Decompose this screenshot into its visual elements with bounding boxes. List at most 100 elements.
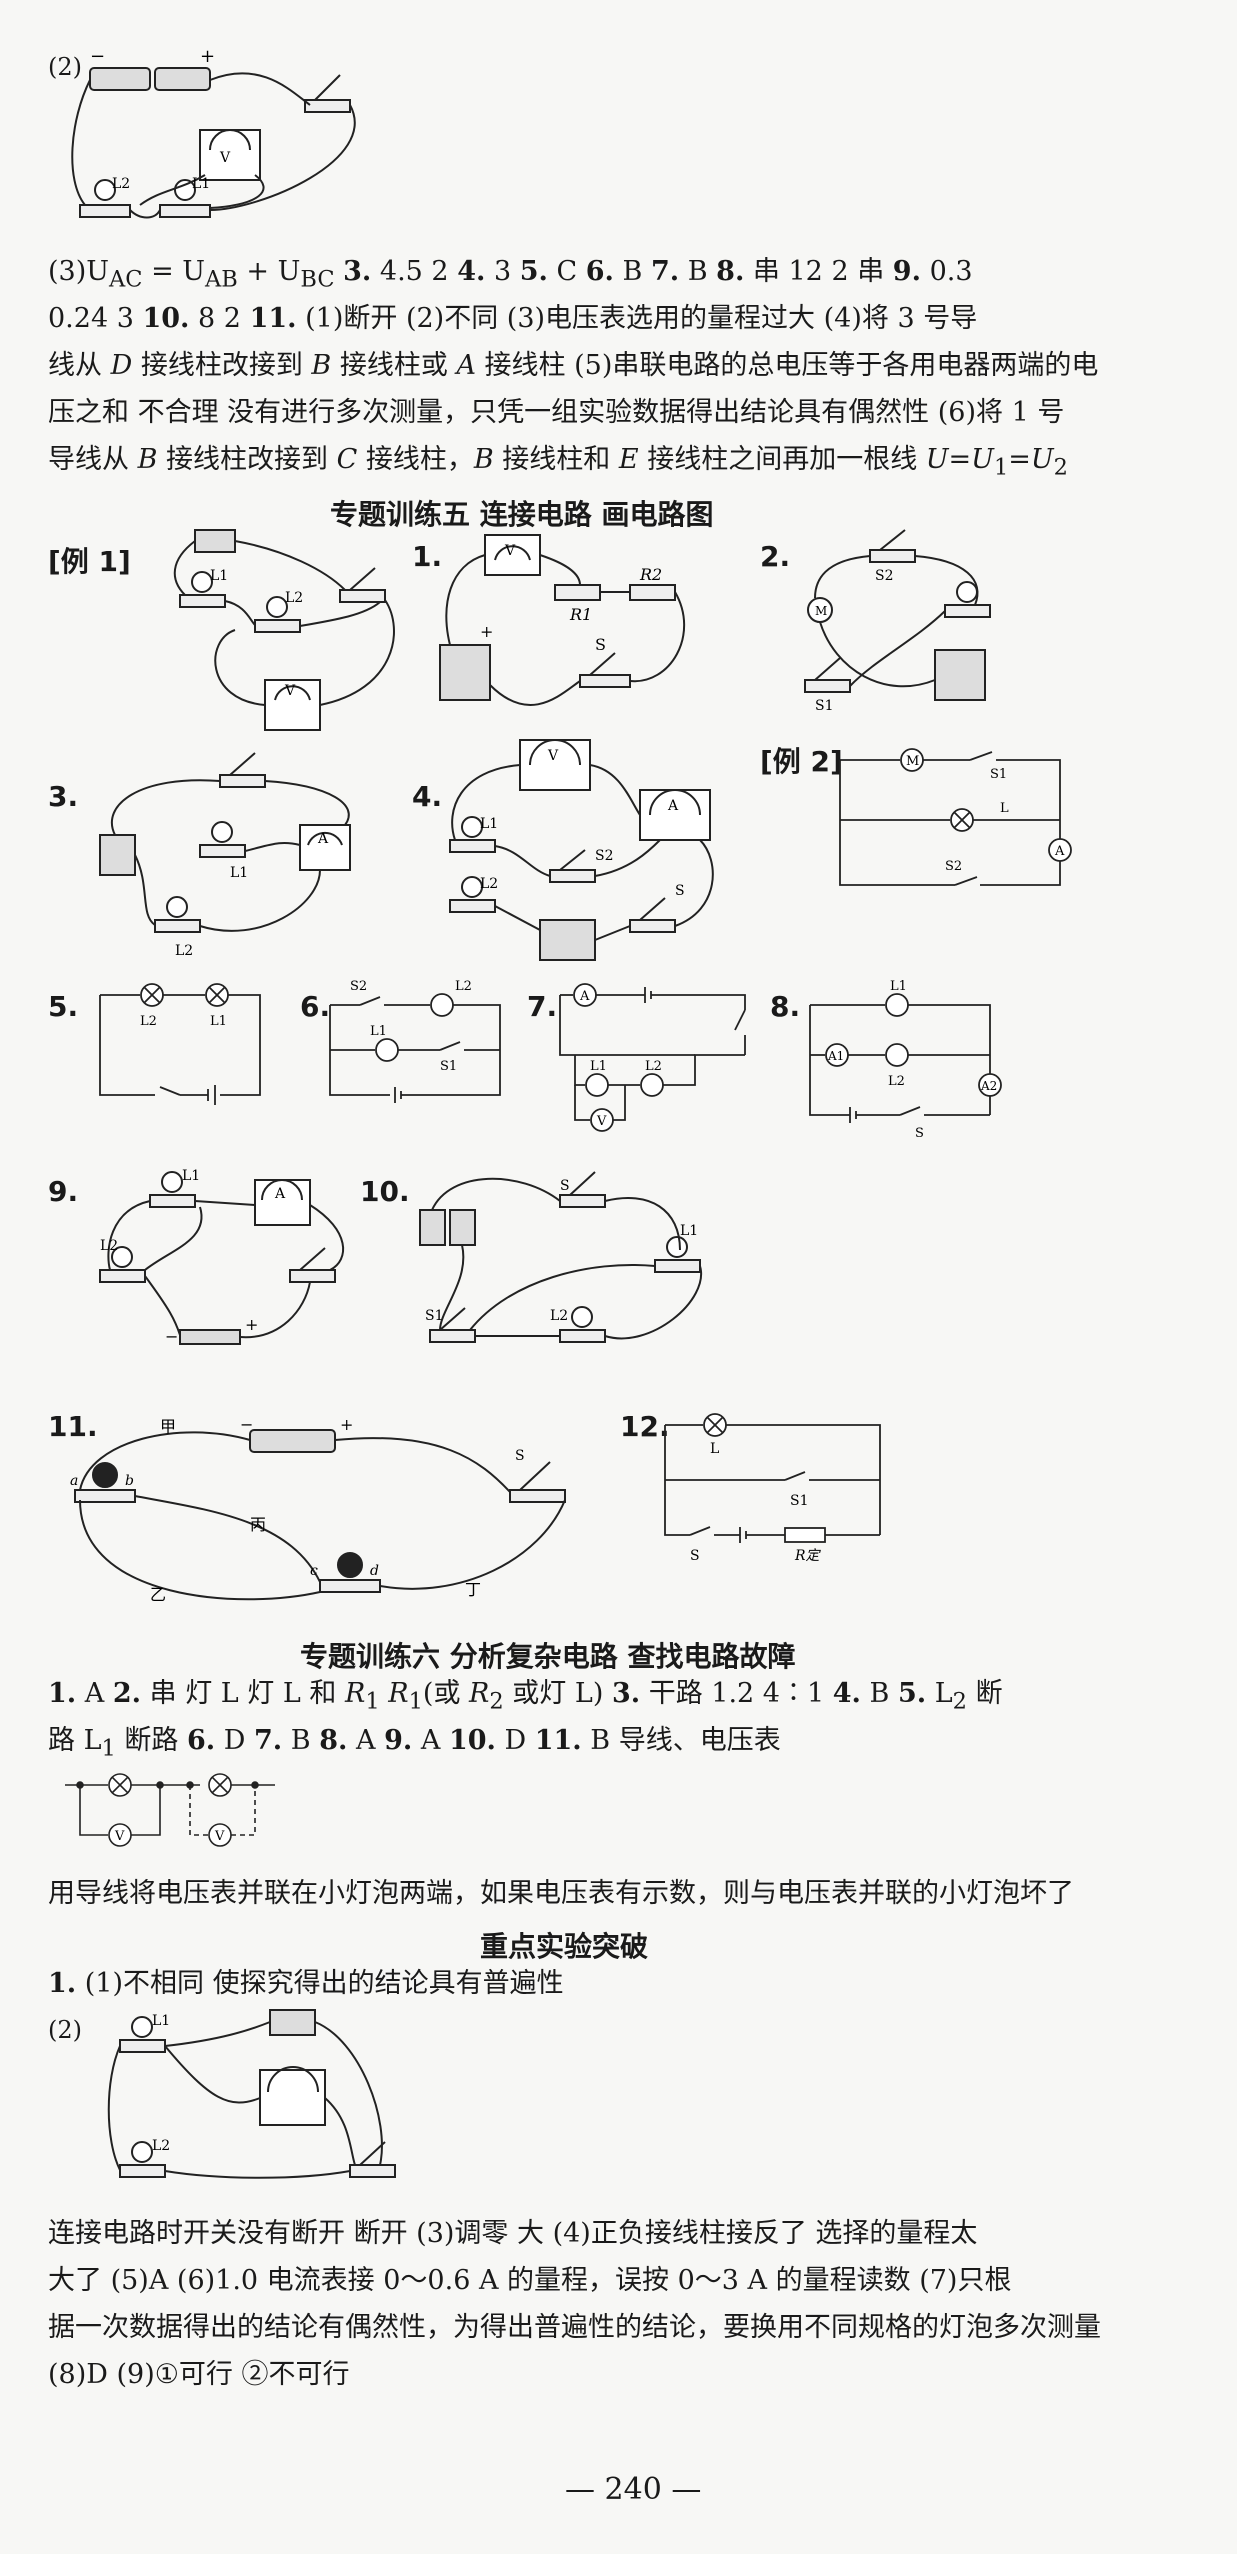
- question-number: 8.: [770, 990, 801, 1023]
- wire-label: 丙: [250, 1515, 266, 1534]
- lamp-label: L1: [590, 1059, 607, 1074]
- section-title: 重点实验突破: [480, 1930, 649, 1963]
- answer-text: 1. (1)不相同 使探究得出的结论具有普遍性: [48, 1968, 564, 1999]
- lamp-label: L2: [112, 176, 130, 192]
- voltmeter-label: V: [214, 1829, 225, 1844]
- lamp-label: L1: [680, 1223, 698, 1239]
- wire-label: 丁: [465, 1580, 481, 1599]
- circuit-figure-9: L1 A L2 − +: [90, 1150, 360, 1364]
- lamp-label: L2: [285, 590, 303, 606]
- answer-text: 线从 D 接线柱改接到 B 接线柱或 A 接线柱 (5)串联电路的总电压等于各用…: [48, 350, 1099, 381]
- switch-label: S: [675, 883, 685, 899]
- switch-label: S1: [425, 1308, 444, 1324]
- lamp-label: L1: [480, 816, 498, 832]
- circuit-diagram-12: L S1 S R定: [655, 1395, 895, 1569]
- answer-line: (8)D (9)①可行 ②不可行: [48, 2359, 350, 2390]
- lamp-label: L1: [230, 865, 248, 881]
- answer-text: 路 L1 断路 6. D 7. B 8. A 9. A 10. D 11. B …: [48, 1725, 781, 1762]
- circuit-figure-10: L1 S1 L2 S: [410, 1150, 730, 1374]
- answer-line: 连接电路时开关没有断开 断开 (3)调零 大 (4)正负接线柱接反了 选择的量程…: [48, 2218, 978, 2249]
- minus-sign: −: [90, 46, 105, 67]
- circuit-figure-ex1: L1 L2 V: [165, 520, 415, 754]
- lamp-label: L1: [192, 176, 210, 192]
- ammeter-label: A: [667, 798, 679, 814]
- lamp-label: L2: [480, 876, 498, 892]
- switch-label: S: [915, 1126, 924, 1140]
- page-number: — 240 —: [565, 2472, 702, 2507]
- lamp-label: L2: [152, 2138, 170, 2154]
- ammeter-label: A: [274, 1186, 286, 1202]
- lamp-label: L1: [890, 979, 907, 994]
- answer-text: 1. A 2. 串 灯 L 灯 L 和 R1 R1(或 R2 或灯 L) 3. …: [48, 1678, 1003, 1715]
- plus-sign: +: [245, 1315, 258, 1334]
- voltmeter-diagram: V V: [60, 1765, 310, 1869]
- switch-label: S1: [815, 698, 834, 714]
- answer-line: 大了 (5)A (6)1.0 电流表接 0～0.6 A 的量程，误按 0～3 A…: [48, 2267, 1011, 2294]
- sub-label: (2): [48, 53, 82, 81]
- lamp-label: L2: [175, 943, 193, 959]
- section-title: 专题训练五 连接电路 画电路图: [330, 498, 714, 531]
- lamp-label: L2: [888, 1074, 905, 1089]
- answer-line: (3)UAC = UAB + UBC 3. 4.5 2 4. 3 5. C 6.…: [48, 258, 973, 291]
- resistor-label: R2: [639, 565, 662, 584]
- voltmeter-label: V: [114, 1829, 125, 1844]
- circuit-figure-11: 甲 − + a b 丙 c d 乙 丁 S: [60, 1400, 600, 1624]
- switch-label: S1: [990, 767, 1007, 782]
- answer-line: 1. A 2. 串 灯 L 灯 L 和 R1 R1(或 R2 或灯 L) 3. …: [48, 1680, 1003, 1713]
- question-number: 2.: [760, 540, 791, 573]
- ammeter-label: A: [317, 831, 329, 847]
- resistor-label: R1: [569, 605, 592, 624]
- answer-text: 压之和 不合理 没有进行多次测量，只凭一组实验数据得出结论具有偶然性 (6)将 …: [48, 397, 1065, 428]
- terminal-label: b: [125, 1473, 134, 1489]
- motor-label: M: [906, 754, 919, 769]
- question-number: 10.: [360, 1175, 410, 1208]
- example-label: [例 1]: [48, 545, 131, 578]
- plus-sign: +: [200, 46, 215, 67]
- circuit-figure-top: − + V L2 L1: [60, 40, 390, 244]
- voltmeter-label: V: [547, 748, 559, 764]
- switch-label: S1: [440, 1059, 457, 1074]
- voltmeter-label: V: [596, 1114, 607, 1129]
- lamp-label: L2: [645, 1059, 662, 1074]
- minus-sign: −: [165, 1327, 178, 1346]
- circuit-diagram-6: S2 L2 L1 S1: [320, 965, 520, 1119]
- voltmeter-label: V: [504, 543, 516, 559]
- lamp-label: L2: [550, 1308, 568, 1324]
- question-number: 6.: [300, 990, 331, 1023]
- switch-label: S2: [350, 979, 367, 994]
- question-number: 9.: [48, 1175, 79, 1208]
- answer-line: 1. (1)不相同 使探究得出的结论具有普遍性: [48, 1970, 564, 1997]
- lamp-label: L: [1000, 801, 1009, 816]
- lamp-label: L1: [370, 1024, 387, 1039]
- circuit-diagram-8: L1 A1 L2 A2 S: [800, 965, 1015, 1144]
- ammeter-label: A: [579, 989, 590, 1004]
- voltmeter-label: V: [219, 150, 231, 166]
- ammeter-label: A1: [827, 1049, 844, 1063]
- motor-label: M: [815, 604, 827, 618]
- circuit-diagram-5: L2 L1: [80, 975, 280, 1119]
- switch-label: S: [560, 1178, 570, 1194]
- question-number: 7.: [527, 990, 558, 1023]
- answer-line: 线从 D 接线柱改接到 B 接线柱或 A 接线柱 (5)串联电路的总电压等于各用…: [48, 352, 1098, 379]
- answer-text: (3)UAC = UAB + UBC 3. 4.5 2 4. 3 5. C 6.…: [48, 256, 973, 293]
- lamp-label: L2: [140, 1014, 157, 1029]
- question-number: 3.: [48, 780, 79, 813]
- circuit-diagram-7: A L1 L2 V: [545, 975, 765, 1144]
- answer-text: 0.24 3 10. 8 2 11. (1)断开 (2)不同 (3)电压表选用的…: [48, 303, 978, 334]
- voltmeter-label: V: [284, 683, 296, 699]
- question-number: 4.: [412, 780, 443, 813]
- lamp-label: L2: [100, 1238, 118, 1254]
- question-number: 11.: [48, 1410, 98, 1443]
- circuit-figure-4: V A L1 L2 S2 S: [430, 730, 730, 974]
- plus-sign: +: [340, 1415, 353, 1434]
- switch-label: S2: [945, 859, 962, 874]
- plus-sign: +: [480, 622, 493, 641]
- answer-text: 导线从 B 接线柱改接到 C 接线柱，B 接线柱和 E 接线柱之间再加一根线 U…: [48, 444, 1068, 481]
- lamp-label: L1: [210, 1014, 227, 1029]
- sub-label: (2): [48, 2016, 82, 2044]
- answer-text: 大了 (5)A (6)1.0 电流表接 0～0.6 A 的量程，误按 0～3 A…: [48, 2265, 1012, 2296]
- question-number: 5.: [48, 990, 79, 1023]
- lamp-label: L1: [210, 568, 228, 584]
- resistor-label: R定: [794, 1548, 822, 1564]
- lamp-label: L2: [455, 979, 472, 994]
